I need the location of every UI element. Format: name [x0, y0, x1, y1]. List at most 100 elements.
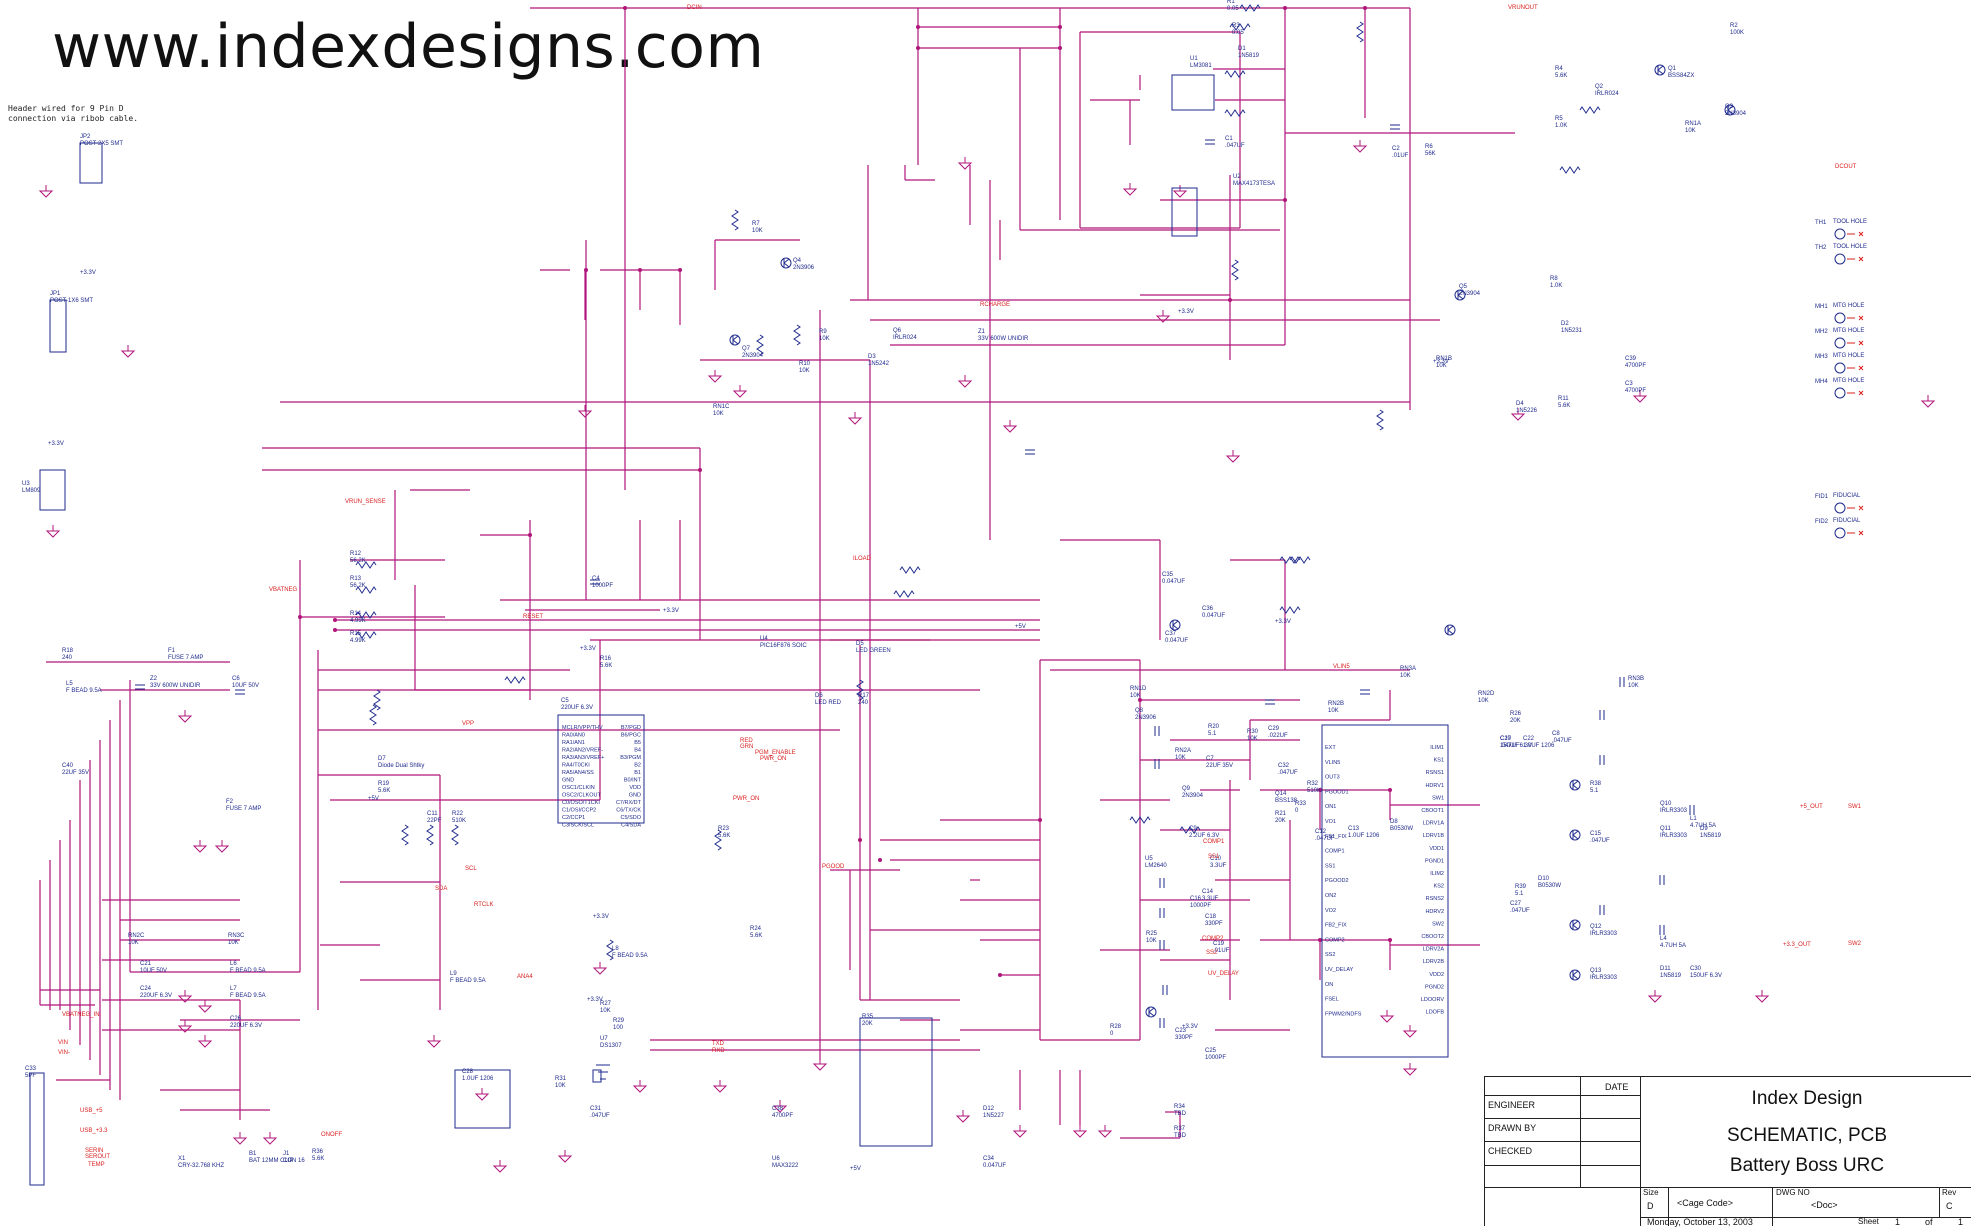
- transistor-symbol: [1447, 625, 1454, 635]
- transistor-symbol: [1569, 779, 1581, 791]
- ground-symbol: [474, 1088, 490, 1101]
- part-value-r7: 10K: [752, 228, 763, 234]
- mech-ref-fid2: FID2: [1815, 519, 1829, 525]
- ground-symbol: [577, 405, 593, 418]
- part-value-r26: 20K: [1510, 718, 1521, 724]
- part-ref-r36: R36: [312, 1149, 324, 1155]
- part-ref-r3: R3: [1232, 23, 1240, 29]
- part-ref-d12: D12: [983, 1106, 995, 1112]
- part-value-rn2c: 10K: [128, 940, 139, 946]
- ground-symbol: [177, 710, 193, 723]
- ground-symbol: [772, 1100, 788, 1113]
- net-label-sw2: SW2: [1848, 941, 1862, 947]
- part-value-c13: 1.0UF 1206: [1348, 833, 1380, 839]
- u4-pin-label: C3/SCK/SCL: [562, 823, 594, 829]
- part-ref-r20: R20: [1208, 724, 1220, 730]
- capacitor-symbol: [1154, 726, 1160, 736]
- transistor-symbol: [1572, 780, 1579, 790]
- part-ref-f1: F1: [168, 648, 176, 654]
- capacitor-symbol: [235, 689, 245, 695]
- part-ref-r9: R9: [819, 329, 827, 335]
- u5-pin-label: RSNS2: [1426, 896, 1444, 902]
- junction-dot: [623, 6, 627, 10]
- part-ref-r17: R17: [858, 693, 870, 699]
- ground-symbol: [1647, 990, 1663, 1003]
- transistor-symbol: [1454, 289, 1466, 301]
- ground-symbol: [1122, 183, 1138, 196]
- capacitor-symbol: [1659, 925, 1665, 935]
- u5-pin-label: UV_DELAY: [1325, 967, 1354, 973]
- capacitor-symbol: [1599, 905, 1605, 915]
- transistor-symbol: [1657, 65, 1664, 75]
- part-ref-c34: C34: [983, 1156, 995, 1162]
- resistor-symbol: [1224, 109, 1246, 117]
- u4-pin-label: B5: [634, 740, 641, 746]
- part-ref-l7: L7: [230, 986, 237, 992]
- resistor-symbol: [1559, 166, 1581, 174]
- part-value-c1: .047UF: [1225, 143, 1245, 149]
- transistor-symbol: [1572, 970, 1579, 980]
- junction-dot: [1138, 698, 1142, 702]
- junction-dot: [1058, 46, 1062, 50]
- net-label-vbatneg: VBATNEG: [269, 587, 298, 593]
- capacitor-symbol: [1599, 710, 1605, 720]
- net-label-rcharge: RCHARGE: [980, 302, 1010, 308]
- part-ref-d9: D9: [1700, 826, 1708, 832]
- junction-dot: [638, 268, 642, 272]
- part-ref-q13: Q13: [1590, 968, 1602, 974]
- resistor-symbol: [1376, 409, 1384, 431]
- supply-label: +3.3V: [663, 608, 679, 614]
- part-ref-rn3b: RN3B: [1628, 676, 1644, 682]
- part-ref-rn2c: RN2C: [128, 933, 145, 939]
- u5-pin-label: PGND1: [1425, 858, 1444, 864]
- u1-lm3081-body: [1171, 74, 1215, 111]
- junction-dot: [878, 858, 882, 862]
- u5-pin-label: LDRV1A: [1423, 821, 1445, 827]
- net-label-iload: ILOAD: [853, 556, 872, 562]
- ground-symbol: [120, 345, 136, 358]
- transistor-symbol: [1172, 620, 1179, 630]
- net-label--5-out: +5_OUT: [1800, 804, 1823, 810]
- part-ref-r28: R28: [1110, 1024, 1122, 1030]
- part-value-r15: 4.99K: [350, 638, 366, 644]
- part-ref-c40: C40: [62, 763, 74, 769]
- resistor-symbol: [1279, 606, 1301, 614]
- hole-symbol: [1834, 312, 1846, 324]
- part-value-jp1: POST-1X6 SMT: [50, 298, 93, 304]
- part-value-c10: 3.3UF: [1210, 863, 1227, 869]
- junction-dot: [333, 628, 337, 632]
- part-value-c17: 150UF 6.3V: [1500, 743, 1532, 749]
- u4-pin-label: C5/SDO: [621, 815, 642, 821]
- net-label-uv-delay: UV_DELAY: [1208, 971, 1239, 977]
- part-value-d6: LED RED: [815, 700, 842, 706]
- part-ref-r18: R18: [62, 648, 74, 654]
- part-value-c14: 3.3UF: [1202, 896, 1219, 902]
- u5-pin-label: SW1: [1432, 795, 1444, 801]
- u5-lm2640-body: [1321, 724, 1449, 1058]
- part-value-l9: F BEAD 9.5A: [450, 978, 486, 984]
- mech-value-fid1: FIDUCIAL: [1833, 493, 1861, 499]
- part-ref-u5: U5: [1145, 856, 1153, 862]
- ground-symbol: [1402, 1025, 1418, 1038]
- part-ref-c9: C9: [1189, 826, 1197, 832]
- u3-lm809-body: [39, 469, 66, 511]
- part-value-r3: 0.05: [1232, 30, 1244, 36]
- capacitor-symbol: [1159, 908, 1165, 918]
- part-ref-jp2: JP2: [80, 134, 91, 140]
- tb-company: Index Design: [1751, 1088, 1863, 1109]
- tb-drawn-by: DRAWN BY: [1488, 1123, 1537, 1133]
- part-value-c35: 0.047UF: [1162, 579, 1185, 585]
- hole-symbol: [1834, 362, 1846, 374]
- part-ref-c2: C2: [1392, 146, 1400, 152]
- supply-label: +3.3V: [1433, 359, 1449, 365]
- part-value-r19: 5.6K: [378, 788, 390, 794]
- part-ref-c18: C18: [1205, 914, 1217, 920]
- mech-value-mh3: MTG HOLE: [1833, 353, 1864, 359]
- part-value-d4: 1N5226: [1516, 408, 1538, 414]
- u4-pin-label: RA0/AN0: [562, 733, 585, 739]
- net-label-grn: GRN: [740, 744, 753, 750]
- part-value-c24: 220UF 6.3V: [140, 993, 172, 999]
- junction-dot: [1038, 818, 1042, 822]
- mech-ref-fid1: FID1: [1815, 494, 1829, 500]
- transistor-symbol: [780, 257, 792, 269]
